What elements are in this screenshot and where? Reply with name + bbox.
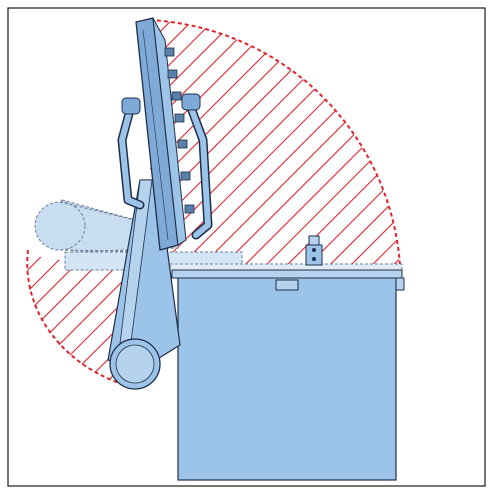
swivel-boundary-upper	[149, 19, 401, 266]
swivel-zone-upper	[150, 20, 400, 272]
swivel-boundary-lower	[26, 249, 126, 386]
machine-cabinet-icon	[171, 269, 405, 481]
panel-handle-icon	[185, 100, 213, 240]
panel-knobs	[164, 47, 195, 214]
pivot-knob-icon	[121, 93, 201, 115]
cable-roller-icon	[109, 338, 161, 390]
control-panel-icon	[135, 17, 187, 251]
top-fitting-icon	[305, 235, 323, 266]
ghost-roller-icon	[34, 201, 86, 251]
left-handle-icon	[117, 105, 145, 210]
